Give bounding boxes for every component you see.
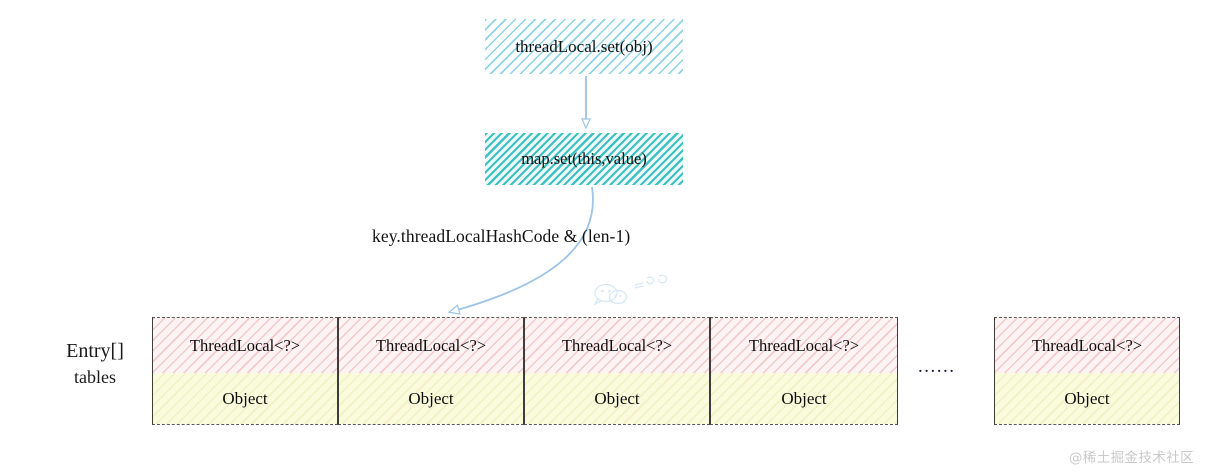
step-box-threadlocal-set-label: threadLocal.set(obj) — [515, 36, 653, 56]
step-box-map-set-label: map.set(this,value) — [521, 149, 647, 168]
step-box-threadlocal-set[interactable]: threadLocal.set(obj) — [485, 19, 683, 74]
entry-cell-key-text: ThreadLocal<?> — [375, 335, 487, 355]
entry-cell[interactable]: ThreadLocal<?> Object — [152, 317, 338, 425]
site-watermark: @稀土掘金技术社区 — [1068, 450, 1194, 466]
entry-cell[interactable]: ThreadLocal<?> Object — [524, 317, 710, 425]
entry-cell-key-text: ThreadLocal<?> — [748, 335, 860, 355]
entry-table-label-line2: tables — [74, 367, 116, 388]
edge-label-hash-expression: key.threadLocalHashCode & (len-1) — [372, 226, 631, 246]
entry-cell-key-text: ThreadLocal<?> — [1031, 335, 1143, 355]
entry-cell-key: ThreadLocal<?> — [995, 318, 1179, 373]
entry-cell-value: Object — [995, 373, 1179, 424]
entry-cell-value-text: Object — [1064, 388, 1110, 408]
entry-cell-value: Object — [153, 373, 337, 424]
entry-cell-value-text: Object — [408, 388, 454, 408]
entry-cell[interactable]: ThreadLocal<?> Object — [994, 317, 1180, 425]
entry-cell-value: Object — [339, 373, 523, 424]
entry-table-label: Entry[] tables — [46, 337, 144, 391]
entry-cell[interactable]: ThreadLocal<?> Object — [338, 317, 524, 425]
arrow-hash-to-table-slot — [447, 186, 594, 315]
entry-cell-value: Object — [711, 373, 897, 424]
entry-cell-value-text: Object — [222, 388, 268, 408]
entry-table-label-line1: Entry[] — [66, 340, 124, 362]
entry-cell-key: ThreadLocal<?> — [339, 318, 523, 373]
entry-cell-value: Object — [525, 373, 709, 424]
entry-cell-value-text: Object — [781, 388, 827, 408]
entry-cell[interactable]: ThreadLocal<?> Object — [710, 317, 898, 425]
entry-cell-key: ThreadLocal<?> — [711, 318, 897, 373]
entry-table-ellipsis: ...... — [918, 356, 956, 377]
entry-cell-key: ThreadLocal<?> — [153, 318, 337, 373]
step-box-map-set[interactable]: map.set(this,value) — [485, 133, 683, 185]
entry-cell-key-text: ThreadLocal<?> — [189, 335, 301, 355]
entry-cell-key-text: ThreadLocal<?> — [561, 335, 673, 355]
entry-cell-value-text: Object — [594, 388, 640, 408]
entry-cell-key: ThreadLocal<?> — [525, 318, 709, 373]
